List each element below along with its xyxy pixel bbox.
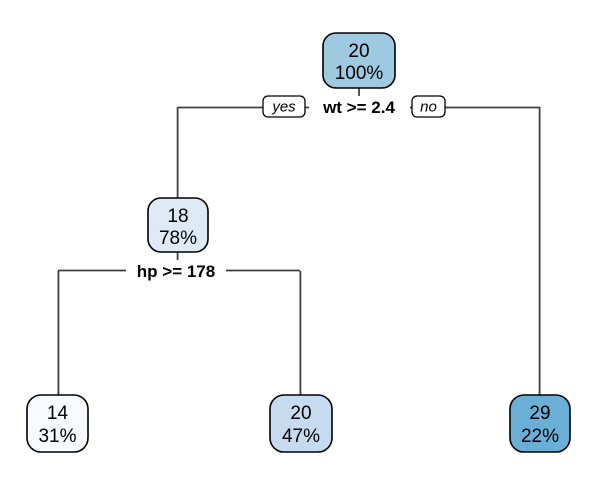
node-root-box	[322, 32, 396, 89]
node-leaf-right-box	[509, 394, 571, 453]
split-root: yes wt >= 2.4 no	[262, 95, 446, 118]
node-leaf-middle-percent: 47%	[282, 426, 320, 447]
split-root-condition: wt >= 2.4	[322, 98, 395, 117]
node-leaf-right-percent: 22%	[521, 426, 559, 447]
no-label-box	[411, 95, 446, 118]
node-root: 20 100%	[322, 32, 396, 89]
split-left-condition: hp >= 178	[137, 262, 215, 281]
node-internal-left-count: 18	[167, 206, 188, 227]
node-leaf-middle-box	[269, 394, 333, 453]
split-left-label-bg	[126, 260, 226, 281]
node-leaf-left-percent: 31%	[38, 426, 76, 447]
node-leaf-left: 14 31%	[26, 394, 89, 453]
node-leaf-right-count: 29	[529, 403, 550, 424]
yes-label: yes	[271, 99, 296, 116]
node-internal-left-box	[147, 197, 209, 253]
split-left: hp >= 178	[126, 260, 226, 281]
yes-label-box	[262, 95, 306, 118]
node-root-percent: 100%	[335, 63, 384, 84]
branch-lines	[57, 88, 541, 395]
node-leaf-left-count: 14	[47, 403, 69, 424]
node-internal-left: 18 78%	[147, 197, 209, 253]
node-leaf-left-box	[26, 394, 89, 453]
node-leaf-middle-count: 20	[290, 403, 311, 424]
node-leaf-middle: 20 47%	[269, 394, 333, 453]
node-internal-left-percent: 78%	[159, 228, 197, 249]
node-leaf-right: 29 22%	[509, 394, 571, 453]
node-root-count: 20	[348, 41, 369, 62]
split-root-label-bg	[309, 96, 410, 118]
no-label: no	[420, 99, 437, 116]
